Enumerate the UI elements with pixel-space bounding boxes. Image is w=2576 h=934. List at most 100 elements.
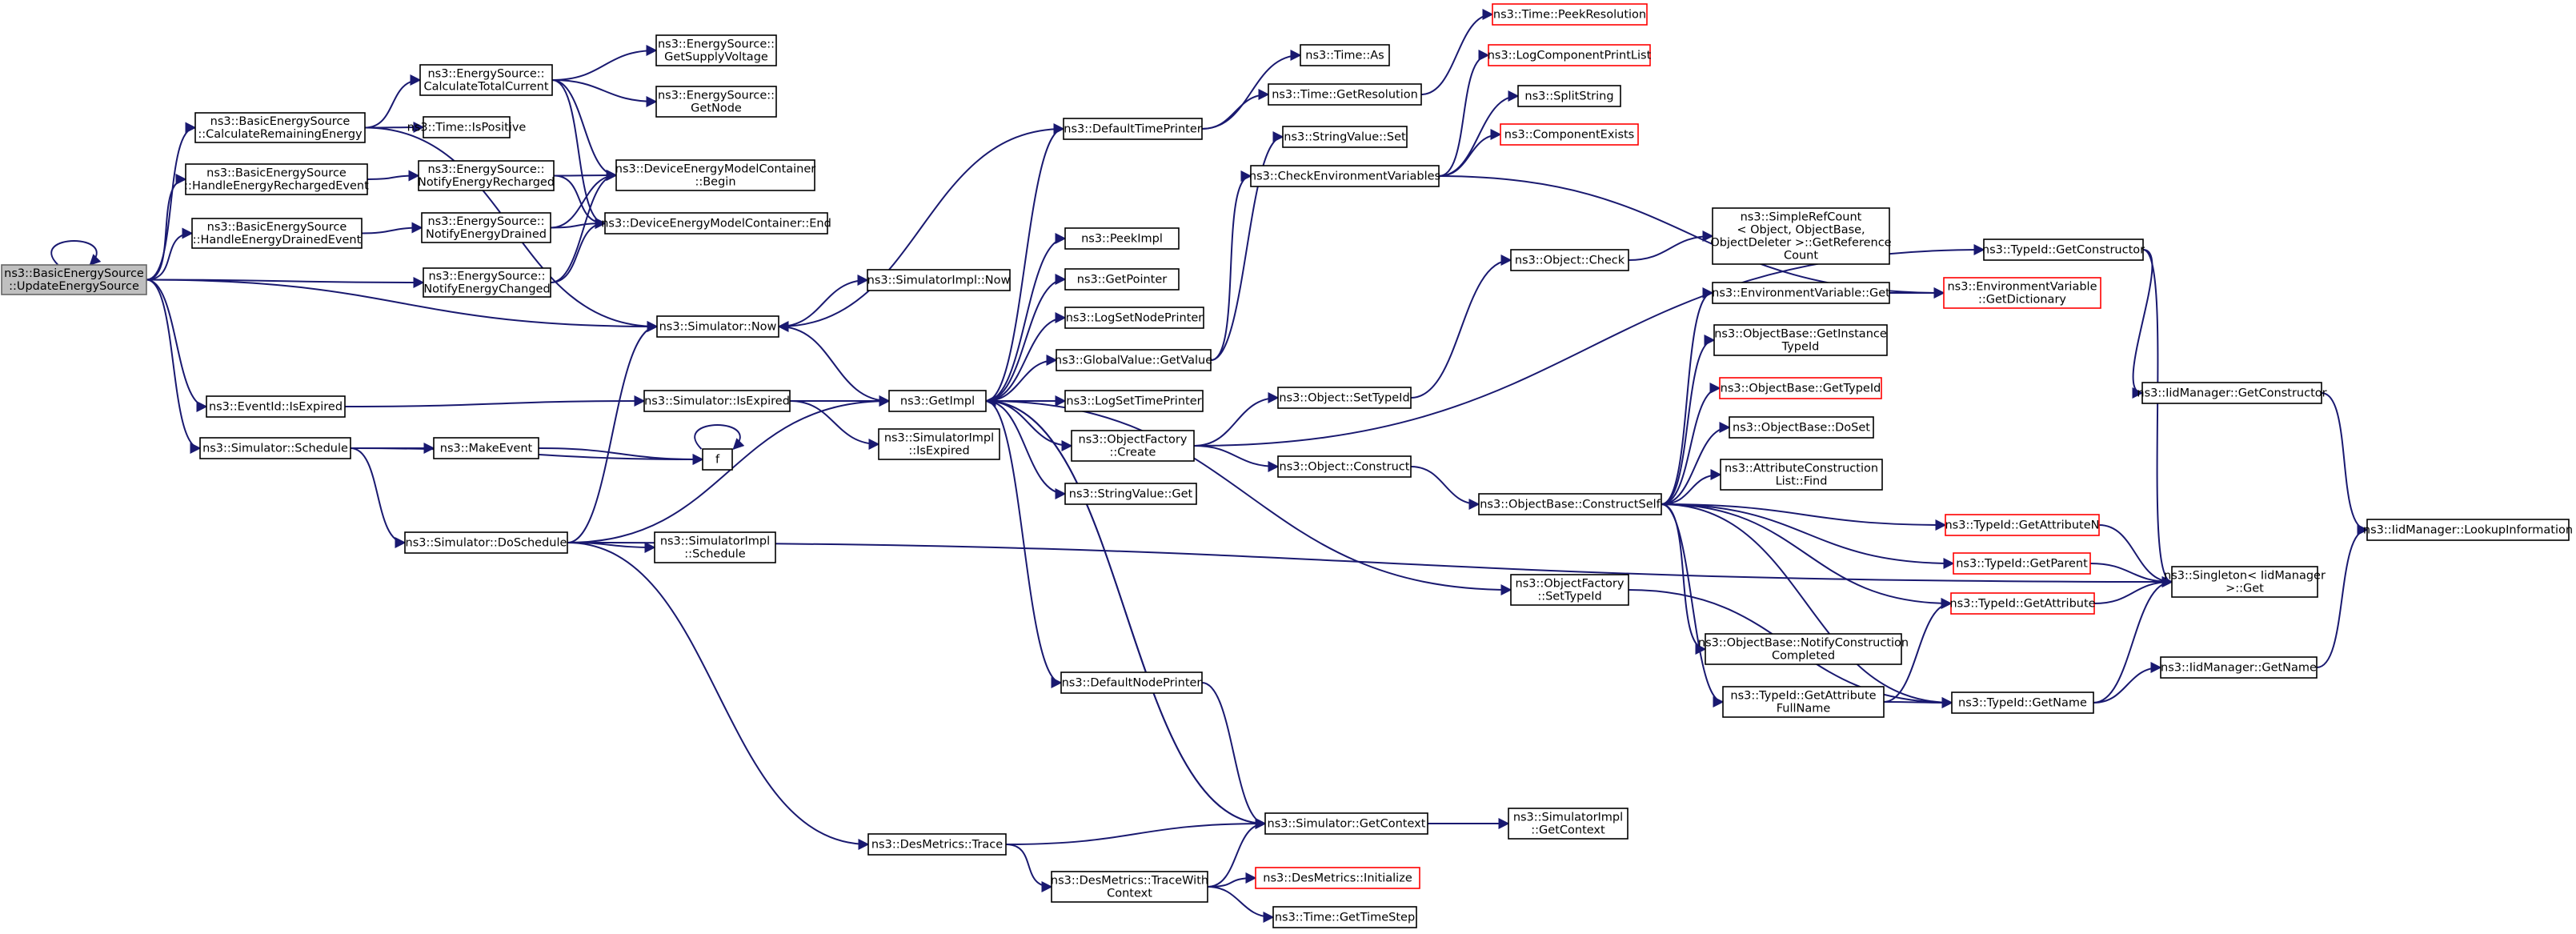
node-box[interactable]: [1943, 277, 2101, 309]
node-box[interactable]: [656, 315, 779, 338]
node-logComponentPrintList[interactable]: ns3::LogComponentPrintList: [1488, 44, 1652, 66]
node-esNotifyRecharged[interactable]: ns3::EnergySource::NotifyEnergyRecharged: [418, 160, 555, 191]
node-stringValueSet[interactable]: ns3::StringValue::Set: [1282, 126, 1408, 148]
node-box[interactable]: [702, 448, 733, 471]
node-box[interactable]: [2171, 566, 2318, 598]
node-simImplSchedule[interactable]: ns3::SimulatorImpl::Schedule: [654, 531, 776, 563]
node-desMetricsTrace[interactable]: ns3::DesMetrics::Trace: [867, 833, 1007, 856]
node-box[interactable]: [1277, 455, 1412, 478]
node-timeGetResolution[interactable]: ns3::Time::GetResolution: [1268, 83, 1422, 106]
node-simImplNow[interactable]: ns3::SimulatorImpl::Now: [867, 269, 1011, 291]
node-objConstruct[interactable]: ns3::Object::Construct: [1277, 455, 1412, 478]
node-box[interactable]: [1945, 514, 2100, 536]
node-box[interactable]: [1517, 85, 1621, 107]
node-box[interactable]: [1712, 207, 1890, 265]
node-checkEnvVars[interactable]: ns3::CheckEnvironmentVariables: [1249, 165, 1440, 187]
node-box[interactable]: [1268, 83, 1422, 106]
node-box[interactable]: [1510, 574, 1629, 606]
node-typeIdGetParent[interactable]: ns3::TypeId::GetParent: [1953, 552, 2091, 575]
node-box[interactable]: [1060, 671, 1203, 694]
node-defaultNodePrinter[interactable]: ns3::DefaultNodePrinter: [1060, 671, 1203, 694]
node-getImpl[interactable]: ns3::GetImpl: [888, 390, 987, 412]
node-timeAs[interactable]: ns3::Time::As: [1300, 44, 1390, 66]
node-box[interactable]: [1056, 349, 1212, 371]
node-demcBegin[interactable]: ns3::DeviceEnergyModelContainer::Begin: [615, 159, 816, 191]
node-typeIdGetAttributeN[interactable]: ns3::TypeId::GetAttributeN: [1945, 514, 2100, 536]
node-typeIdGetName[interactable]: ns3::TypeId::GetName: [1951, 691, 2094, 714]
node-box[interactable]: [1478, 493, 1662, 515]
node-box[interactable]: [1953, 552, 2091, 575]
node-stringValueGet[interactable]: ns3::StringValue::Get: [1064, 483, 1197, 505]
node-timePeekResolution[interactable]: ns3::Time::PeekResolution: [1492, 3, 1648, 26]
node-simNow[interactable]: ns3::Simulator::Now: [656, 315, 779, 338]
node-box[interactable]: [1063, 118, 1203, 140]
node-peekImpl[interactable]: ns3::PeekImpl: [1064, 227, 1180, 250]
node-box[interactable]: [643, 390, 791, 412]
node-root[interactable]: ns3::BasicEnergySource::UpdateEnergySour…: [1, 264, 147, 295]
node-box[interactable]: [1510, 249, 1629, 271]
node-timeGetTimeStep[interactable]: ns3::Time::GetTimeStep: [1272, 906, 1417, 928]
node-box[interactable]: [1, 264, 147, 295]
node-f[interactable]: f: [702, 448, 733, 471]
node-box[interactable]: [1264, 812, 1428, 835]
node-esNotifyChanged[interactable]: ns3::EnergySource::NotifyEnergyChanged: [423, 267, 551, 298]
node-simGetContext[interactable]: ns3::Simulator::GetContext: [1264, 812, 1428, 835]
node-box[interactable]: [421, 212, 551, 243]
node-box[interactable]: [191, 218, 363, 249]
node-box[interactable]: [1713, 324, 1888, 356]
node-box[interactable]: [433, 437, 539, 459]
node-box[interactable]: [655, 34, 777, 66]
node-box[interactable]: [1705, 633, 1902, 665]
node-box[interactable]: [1500, 123, 1639, 146]
node-box[interactable]: [604, 212, 828, 235]
node-handleRecharged[interactable]: ns3::BasicEnergySource::HandleEnergyRech…: [184, 163, 369, 195]
node-box[interactable]: [1983, 239, 2144, 261]
node-simSchedule[interactable]: ns3::Simulator::Schedule: [199, 437, 351, 459]
node-envVarGetDict[interactable]: ns3::EnvironmentVariable::GetDictionary: [1943, 277, 2101, 309]
node-logSetNodePrinter[interactable]: ns3::LogSetNodePrinter: [1064, 307, 1204, 329]
node-desMetricsInitialize[interactable]: ns3::DesMetrics::Initialize: [1255, 867, 1420, 889]
node-box[interactable]: [2160, 656, 2318, 679]
node-iidManagerGetConstructor[interactable]: ns3::IidManager::GetConstructor: [2137, 382, 2327, 404]
node-objFactorySetTypeId[interactable]: ns3::ObjectFactory::SetTypeId: [1510, 574, 1629, 606]
node-box[interactable]: [1064, 483, 1197, 505]
node-box[interactable]: [185, 163, 368, 195]
node-box[interactable]: [199, 437, 351, 459]
node-box[interactable]: [404, 531, 568, 554]
node-box[interactable]: [1064, 390, 1204, 412]
node-globalGetValue[interactable]: ns3::GlobalValue::GetValue: [1055, 349, 1212, 371]
node-box[interactable]: [1064, 227, 1180, 250]
node-objSetTypeId[interactable]: ns3::Object::SetTypeId: [1277, 387, 1412, 409]
node-box[interactable]: [1051, 871, 1208, 903]
node-box[interactable]: [654, 531, 776, 563]
node-box[interactable]: [1712, 282, 1890, 304]
node-iidManagerGetName[interactable]: ns3::IidManager::GetName: [2160, 656, 2318, 679]
node-demcEnd[interactable]: ns3::DeviceEnergyModelContainer::End: [601, 212, 831, 235]
node-objCheck[interactable]: ns3::Object::Check: [1510, 249, 1629, 271]
node-typeIdGetAttribute[interactable]: ns3::TypeId::GetAttribute: [1949, 592, 2096, 615]
node-splitString[interactable]: ns3::SplitString: [1517, 85, 1621, 107]
node-box[interactable]: [1250, 165, 1440, 187]
node-objBaseGetTypeId[interactable]: ns3::ObjectBase::GetTypeId: [1719, 377, 1882, 399]
node-singletonGet[interactable]: ns3::Singleton< IidManager>::Get: [2164, 566, 2326, 598]
node-box[interactable]: [878, 428, 1000, 460]
node-box[interactable]: [1950, 592, 2095, 615]
node-box[interactable]: [423, 116, 511, 138]
node-box[interactable]: [867, 269, 1011, 291]
node-box[interactable]: [867, 833, 1007, 856]
node-simImplIsExpired[interactable]: ns3::SimulatorImpl::IsExpired: [878, 428, 1000, 460]
node-box[interactable]: [1282, 126, 1408, 148]
node-objBaseNotifyConstructionCompleted[interactable]: ns3::ObjectBase::NotifyConstructionCompl…: [1698, 633, 1909, 665]
node-defaultTimePrinter[interactable]: ns3::DefaultTimePrinter: [1063, 118, 1203, 140]
node-esSupplyVoltage[interactable]: ns3::EnergySource::GetSupplyVoltage: [655, 34, 777, 66]
node-box[interactable]: [423, 267, 551, 298]
node-timeIsPositive[interactable]: ns3::Time::IsPositive: [407, 116, 527, 138]
node-typeIdGetConstructor[interactable]: ns3::TypeId::GetConstructor: [1982, 239, 2145, 261]
node-objBaseDoSet[interactable]: ns3::ObjectBase::DoSet: [1729, 416, 1874, 439]
node-box[interactable]: [1300, 44, 1390, 66]
node-makeEvent[interactable]: ns3::MakeEvent: [433, 437, 539, 459]
node-box[interactable]: [1722, 686, 1885, 718]
node-simImplGetContext[interactable]: ns3::SimulatorImpl::GetContext: [1508, 808, 1629, 840]
node-box[interactable]: [888, 390, 987, 412]
